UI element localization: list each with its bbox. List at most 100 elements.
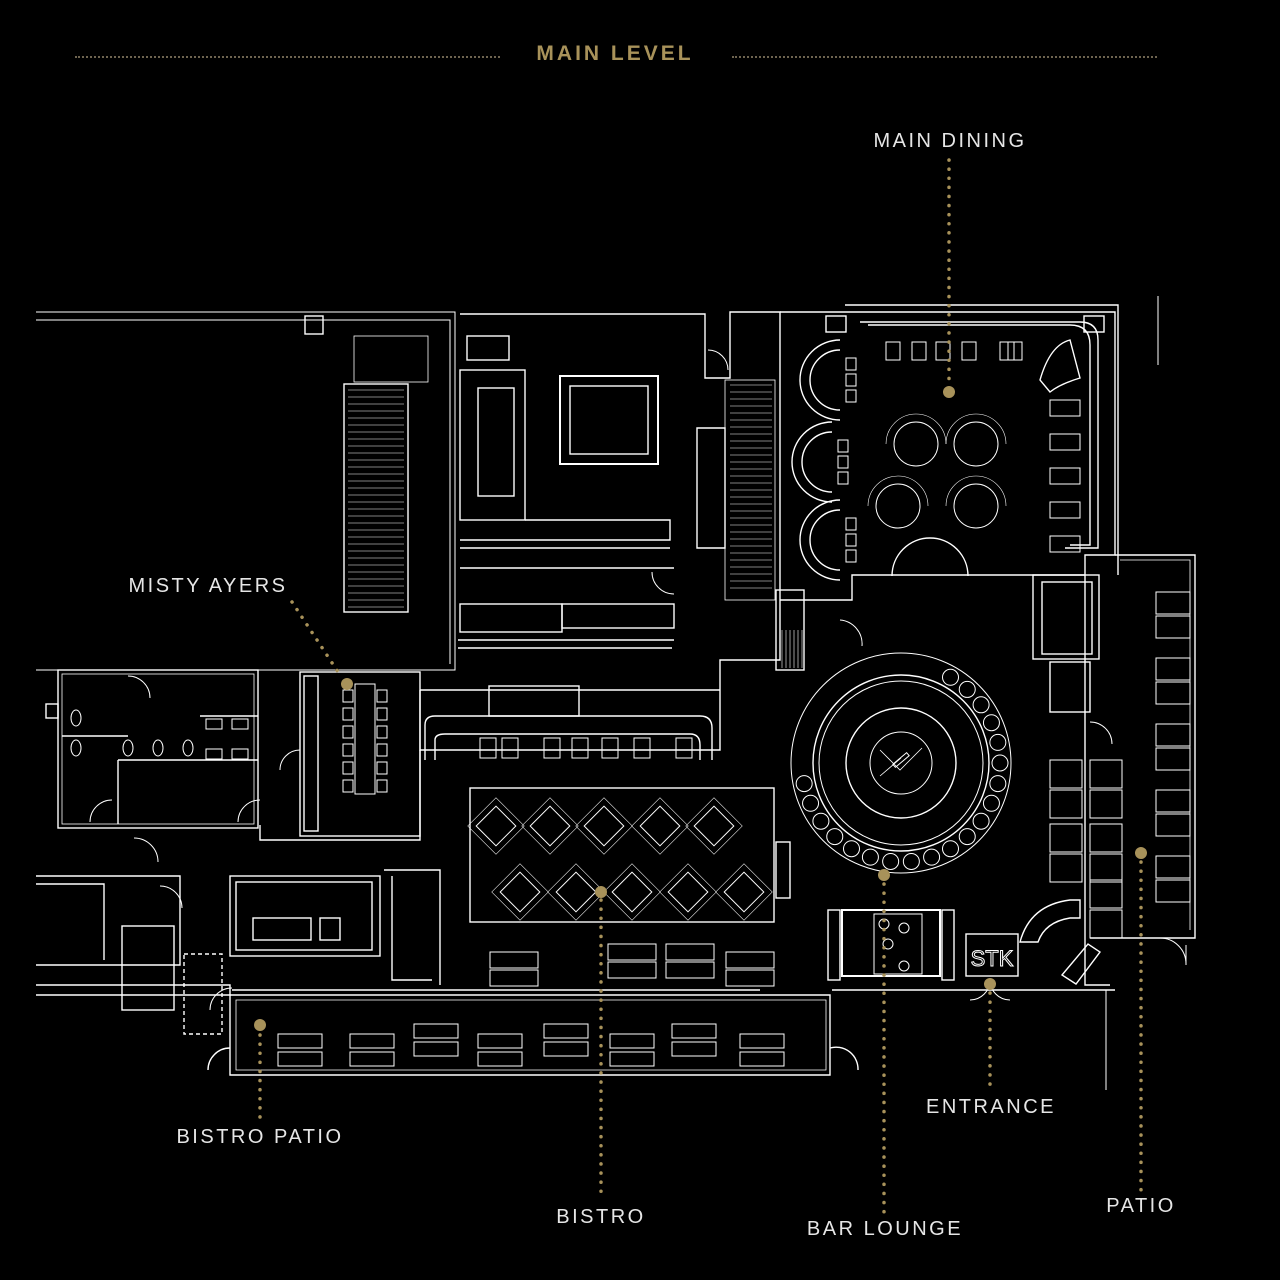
label-bar-lounge[interactable]: BAR LOUNGE: [806, 1218, 964, 1240]
table: [845, 549, 857, 563]
table: [885, 341, 901, 361]
bistro-chairs: [603, 863, 661, 921]
booth: [1039, 339, 1081, 393]
marker-misty-ayers: [341, 678, 353, 690]
table: [571, 737, 589, 759]
leader-lines: [258, 158, 1143, 1214]
table: [633, 737, 651, 759]
table: [349, 1033, 395, 1049]
table: [607, 943, 657, 961]
table: [479, 737, 497, 759]
booth: [799, 339, 841, 421]
walls: [36, 296, 1196, 1090]
table: [1155, 855, 1191, 879]
bistro-chairs: [547, 863, 605, 921]
coffee-table: [873, 913, 923, 975]
bar-stool: [989, 733, 1007, 751]
table: [1049, 501, 1081, 519]
label-main-dining[interactable]: MAIN DINING: [873, 130, 1027, 152]
table: [376, 725, 388, 739]
table: [601, 737, 619, 759]
bistro-table: [529, 805, 571, 847]
marker-bar-lounge: [878, 869, 890, 881]
label-misty-ayers[interactable]: MISTY AYERS: [128, 575, 288, 597]
table: [1155, 591, 1191, 615]
table: [376, 761, 388, 775]
table: [1155, 723, 1191, 747]
table: [999, 341, 1015, 361]
title-rule-right: [732, 56, 1157, 58]
booth: [791, 421, 833, 503]
table: [665, 961, 715, 979]
bar-stool: [958, 828, 976, 846]
banquette: [945, 413, 1007, 445]
label-bistro-patio[interactable]: BISTRO PATIO: [176, 1126, 344, 1148]
label-bistro[interactable]: BISTRO: [556, 1206, 646, 1228]
bistro-chairs: [575, 797, 633, 855]
table: [277, 1051, 323, 1067]
table: [543, 737, 561, 759]
title-rule-left: [75, 56, 500, 58]
table: [205, 718, 223, 730]
table: [205, 748, 223, 760]
bistro-chairs: [491, 863, 549, 921]
furniture: [70, 339, 1191, 1067]
booth: [891, 537, 969, 577]
table: [376, 707, 388, 721]
table: [354, 683, 376, 795]
label-patio[interactable]: PATIO: [1106, 1195, 1176, 1217]
table: [342, 689, 354, 703]
stool: [898, 960, 910, 972]
table: [543, 1041, 589, 1057]
table: [1089, 879, 1123, 909]
bar-stool: [802, 794, 820, 812]
banquette: [867, 475, 929, 507]
marker-patio: [1135, 847, 1147, 859]
marker-bistro: [595, 886, 607, 898]
table: [231, 748, 249, 760]
toilet: [70, 709, 82, 727]
bistro-chairs: [715, 863, 773, 921]
table: [349, 1051, 395, 1067]
bistro-table: [667, 871, 709, 913]
table: [725, 951, 775, 969]
toilet: [122, 739, 134, 757]
bistro-chairs: [659, 863, 717, 921]
bar-stool: [942, 668, 959, 686]
bistro-table: [583, 805, 625, 847]
table: [1049, 853, 1083, 883]
table: [342, 725, 354, 739]
table: [961, 341, 977, 361]
bar-stool: [958, 680, 976, 698]
area-markers: [254, 386, 1147, 1031]
bar-stool: [972, 696, 990, 714]
bar-stools: [795, 668, 1009, 870]
table: [489, 969, 539, 987]
bar-stool: [826, 828, 844, 846]
label-entrance[interactable]: ENTRANCE: [925, 1096, 1057, 1118]
table: [501, 737, 519, 759]
table: [671, 1023, 717, 1039]
table: [837, 455, 849, 469]
table: [376, 743, 388, 757]
table: [1049, 823, 1083, 853]
table: [342, 779, 354, 793]
banquette: [885, 413, 947, 445]
bistro-table: [611, 871, 653, 913]
table: [739, 1033, 785, 1049]
table: [1155, 813, 1191, 837]
table: [1049, 759, 1083, 789]
bistro-table: [639, 805, 681, 847]
table: [413, 1023, 459, 1039]
table: [1155, 657, 1191, 681]
marker-main-dining: [943, 386, 955, 398]
bar-stool: [795, 775, 813, 793]
table: [845, 533, 857, 547]
table: [609, 1033, 655, 1049]
leader-misty-ayers: [290, 600, 344, 680]
bar-stool: [942, 840, 959, 858]
stk-logo: STK: [971, 946, 1014, 971]
toilet: [152, 739, 164, 757]
